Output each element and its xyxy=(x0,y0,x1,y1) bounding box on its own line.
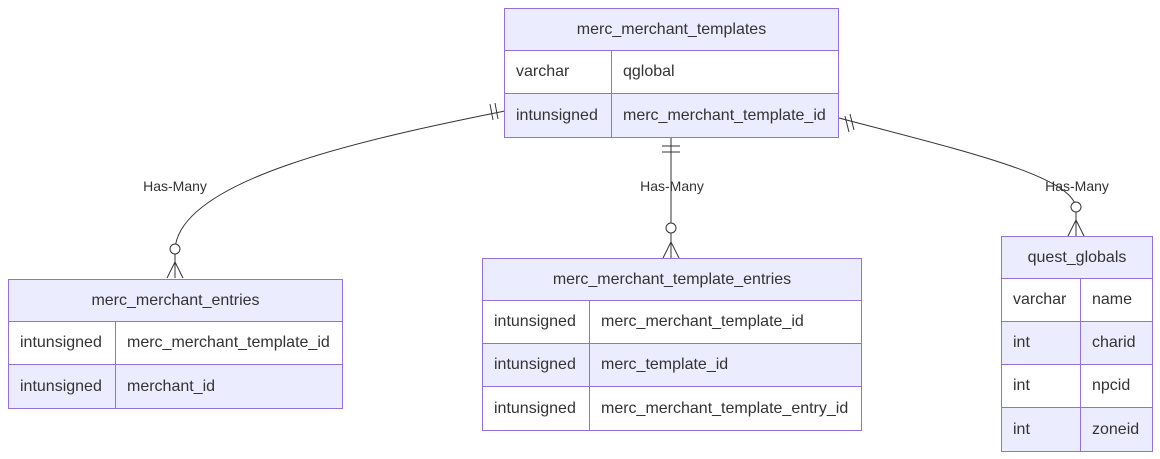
relation-templates-template-entries xyxy=(662,137,680,259)
attribute-name: npcid xyxy=(1092,377,1131,394)
attribute-type: intunsigned xyxy=(483,301,590,343)
relation-templates-entries xyxy=(166,102,506,279)
attribute-type: intunsigned xyxy=(483,344,590,386)
attribute-name: merchant_id xyxy=(127,377,216,395)
attribute-name: merc_template_id xyxy=(601,356,729,373)
attribute-row: intunsigned merchant_id xyxy=(9,365,342,408)
attribute-name: name xyxy=(1092,291,1133,308)
attribute-row: intunsigned merc_merchant_template_id xyxy=(9,322,342,365)
attribute-row: intunsigned merc_template_id xyxy=(483,344,861,387)
attribute-row: varchar name xyxy=(1002,279,1152,322)
attribute-name: merc_merchant_template_id xyxy=(623,106,826,124)
attribute-row: intunsigned merc_merchant_template_id xyxy=(505,94,838,137)
attribute-type: intunsigned xyxy=(9,322,116,364)
attribute-type: int xyxy=(1002,408,1081,451)
attribute-row: intunsigned merc_merchant_template_id xyxy=(483,301,861,344)
attribute-row: intunsigned merc_merchant_template_entry… xyxy=(483,387,861,430)
attribute-type: int xyxy=(1002,365,1081,407)
entity-title: merc_merchant_template_entries xyxy=(483,259,861,301)
attribute-type: varchar xyxy=(1002,279,1081,321)
entity-title: quest_globals xyxy=(1002,237,1152,279)
attribute-name: merc_merchant_template_id xyxy=(601,313,804,330)
entity-title: merc_merchant_templates xyxy=(505,9,838,51)
attribute-type: intunsigned xyxy=(483,387,590,430)
attribute-name: merc_merchant_template_id xyxy=(127,334,330,351)
entity-merc-merchant-templates: merc_merchant_templates varchar qglobal … xyxy=(504,8,839,138)
entity-quest-globals: quest_globals varchar name int charid in… xyxy=(1001,236,1153,452)
attribute-name: charid xyxy=(1092,334,1136,351)
attribute-name: zoneid xyxy=(1092,420,1140,438)
entity-merc-merchant-entries: merc_merchant_entries intunsigned merc_m… xyxy=(8,279,343,409)
attribute-row: int npcid xyxy=(1002,365,1152,408)
entity-title: merc_merchant_entries xyxy=(9,280,342,322)
attribute-type: intunsigned xyxy=(505,94,612,137)
relation-label-template-entries: Has-Many xyxy=(640,178,704,194)
attribute-type: intunsigned xyxy=(9,365,116,408)
attribute-type: varchar xyxy=(505,51,612,93)
attribute-row: varchar qglobal xyxy=(505,51,838,94)
attribute-row: int charid xyxy=(1002,322,1152,365)
attribute-name: merc_merchant_template_entry_id xyxy=(601,399,849,417)
relation-label-quest-globals: Has-Many xyxy=(1045,178,1109,194)
relation-label-entries: Has-Many xyxy=(143,178,207,194)
attribute-name: qglobal xyxy=(623,63,675,80)
relation-templates-quest-globals xyxy=(838,113,1085,237)
attribute-row: int zoneid xyxy=(1002,408,1152,451)
attribute-type: int xyxy=(1002,322,1081,364)
entity-merc-merchant-template-entries: merc_merchant_template_entries intunsign… xyxy=(482,258,862,431)
